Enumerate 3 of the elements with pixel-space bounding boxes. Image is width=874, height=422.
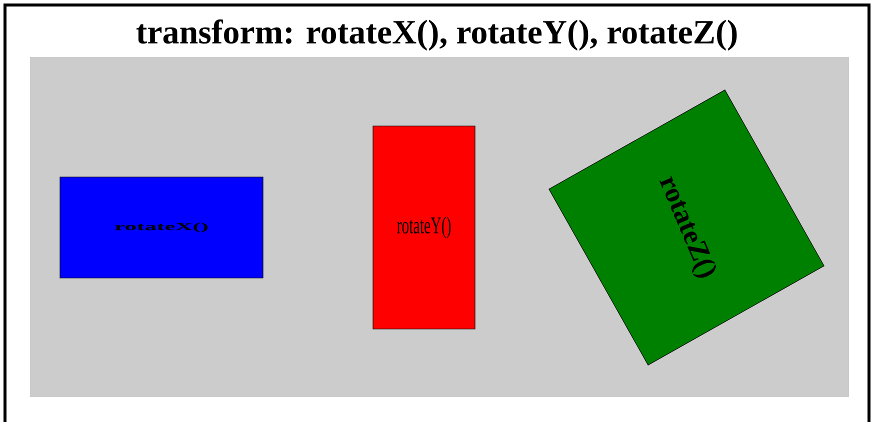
title: transform: rotateX(), rotateY(), rotateZ() xyxy=(136,19,737,51)
rotated-box: rotateY() xyxy=(372,126,476,330)
rotated-box: rotateX() xyxy=(60,176,264,278)
